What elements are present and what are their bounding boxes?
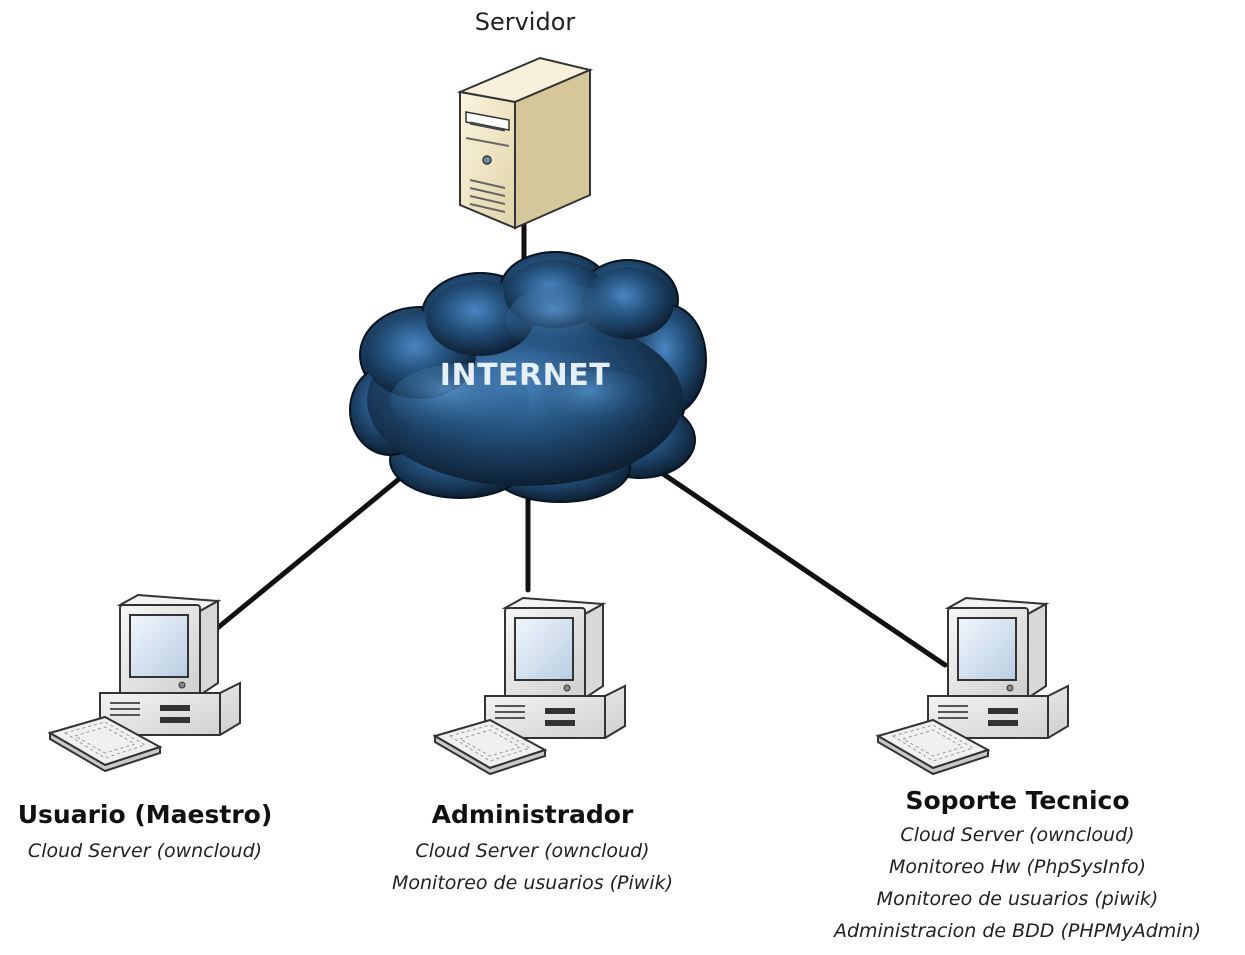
node-service: Cloud Server (owncloud) [27, 840, 263, 862]
node-administrador: Administrador Cloud Server (owncloud) Mo… [355, 800, 710, 899]
desktop-computer-icon [434, 597, 626, 775]
server-tower-icon [456, 56, 594, 230]
node-service: Administracion de BDD (PHPMyAdmin) [833, 920, 1202, 942]
server-label: Servidor [474, 8, 576, 36]
node-usuario: Usuario (Maestro) Cloud Server (owncloud… [0, 800, 290, 867]
node-service: Monitoreo de usuarios (piwik) [876, 888, 1159, 910]
desktop-computer-icon [877, 597, 1069, 775]
internet-label: INTERNET [439, 358, 611, 393]
node-service: Monitoreo de usuarios (Piwik) [391, 872, 674, 894]
cloud-icon [349, 251, 707, 503]
desktop-computer-icon [49, 594, 241, 772]
link-cloud-usuario [212, 467, 413, 633]
node-service: Cloud Server (owncloud) [900, 824, 1135, 846]
node-service: Monitoreo Hw (PhpSysInfo) [889, 856, 1146, 878]
node-soporte-tecnico: Soporte Tecnico Cloud Server (owncloud) … [790, 786, 1245, 947]
node-title: Usuario (Maestro) [17, 800, 273, 829]
node-service: Cloud Server (owncloud) [415, 840, 650, 862]
link-cloud-soporte [647, 462, 948, 668]
node-title: Administrador [431, 800, 634, 829]
node-title: Soporte Tecnico [905, 786, 1130, 815]
